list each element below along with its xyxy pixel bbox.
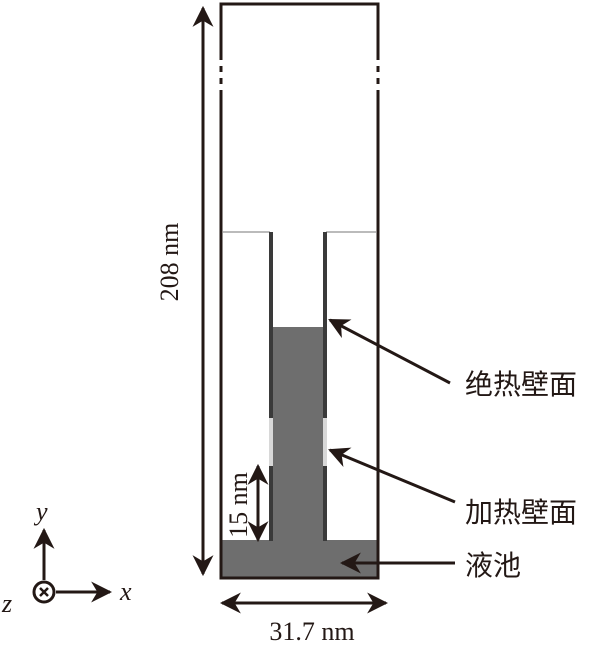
adiabatic-wall-label: 绝热壁面 <box>465 368 577 401</box>
heater-height-label: 15 nm <box>224 472 253 538</box>
simulation-box <box>219 2 380 580</box>
heated-wall-label: 加热壁面 <box>465 496 577 529</box>
heated-pointer <box>328 447 456 504</box>
height-label: 208 nm <box>155 223 184 302</box>
y-axis-label: y <box>33 497 48 526</box>
width-label: 31.7 nm <box>269 617 354 646</box>
right-heated-wall <box>323 418 327 466</box>
liquid-pool <box>222 540 377 577</box>
channel-liquid <box>272 327 324 541</box>
right-wall <box>323 232 327 541</box>
left-heated-wall <box>269 418 273 466</box>
z-axis-label: z <box>1 589 12 618</box>
x-axis-label: x <box>119 577 132 606</box>
z-axis-cross <box>39 587 49 597</box>
adiabatic-pointer <box>328 318 451 385</box>
break-mark <box>219 66 380 84</box>
liquid-pool-label: 液池 <box>465 549 521 582</box>
left-wall <box>269 232 273 541</box>
